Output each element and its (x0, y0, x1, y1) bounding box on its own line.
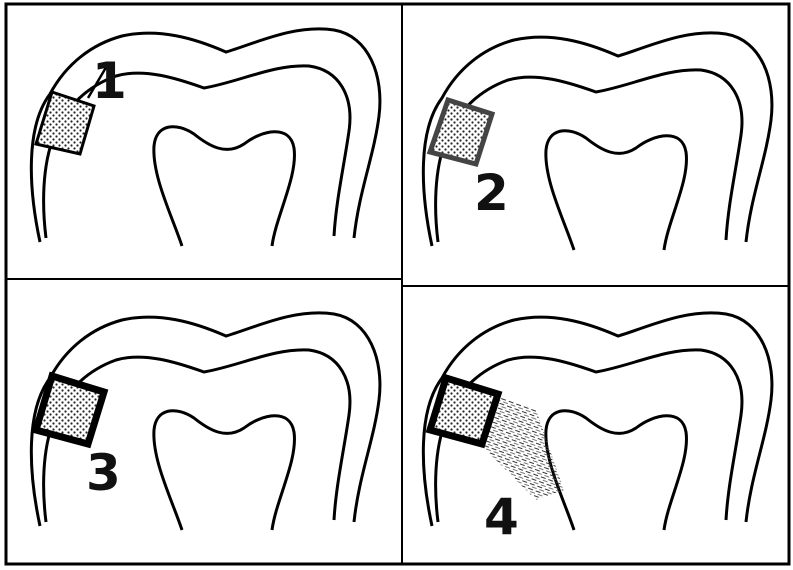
panel-1: 1 (31, 29, 380, 246)
filling-4 (430, 378, 498, 444)
panel-2: 2 (423, 33, 772, 250)
filling-2 (430, 100, 492, 164)
filling-3 (36, 376, 104, 444)
panel-number-4: 4 (484, 488, 519, 546)
panel-number-2: 2 (474, 164, 509, 222)
panel-4: 4 (423, 313, 772, 546)
panel-3: 3 (31, 313, 380, 530)
panel-number-3: 3 (86, 444, 121, 502)
panel-number-1: 1 (92, 52, 127, 110)
